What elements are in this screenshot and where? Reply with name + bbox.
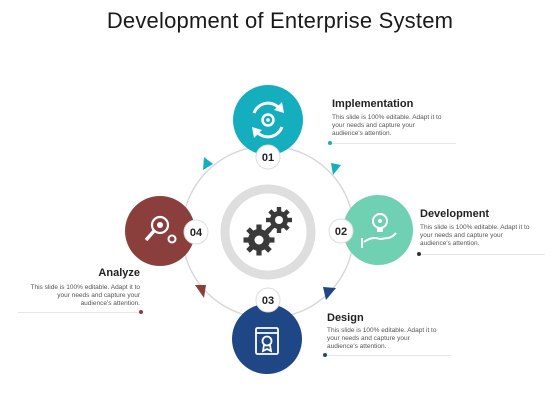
step-03-heading: Design (327, 312, 364, 324)
step-01-node: 01 (233, 85, 303, 170)
certificate-window-icon (255, 327, 279, 355)
step-02-description-line: your needs and capture your (420, 232, 503, 239)
step-03-description: This slide is 100% editable. Adapt it to… (327, 327, 436, 351)
step-02-description: This slide is 100% editable. Adapt it to… (420, 224, 529, 248)
gears-icon (243, 207, 292, 256)
lightbulb-in-hand-icon (361, 213, 397, 248)
step-02-description-line: audience's attention. (420, 240, 480, 247)
step-02-dot (417, 252, 421, 256)
magnifier-gear-icon (144, 215, 177, 244)
step-02-description-line: This slide is 100% editable. Adapt it to (420, 224, 530, 231)
step-03-dot (323, 353, 327, 357)
step-02-number: 02 (335, 226, 347, 238)
step-03-description-line: your needs and capture your (327, 335, 410, 342)
step-03-description-line: audience's attention. (327, 343, 387, 350)
arrow-1-to-2 (331, 163, 341, 175)
step-01-description: This slide is 100% editable. Adapt it to… (332, 114, 441, 138)
step-01-description-line: This slide is 100% editable. Adapt it to (332, 114, 442, 121)
center-hub (220, 184, 316, 280)
step-03-number: 03 (262, 295, 274, 307)
step-04-description-line: your needs and capture your (57, 292, 140, 299)
step-02-divider (421, 254, 545, 255)
cycle-arrows-gear-icon (252, 101, 284, 139)
step-01-description-line: audience's attention. (332, 130, 392, 137)
step-04-number: 04 (190, 227, 203, 239)
step-03-divider (327, 355, 451, 356)
step-04-divider (18, 312, 140, 313)
step-04-description: This slide is 100% editable. Adapt it to… (10, 284, 140, 308)
step-03-description-line: This slide is 100% editable. Adapt it to (327, 327, 437, 334)
step-04-description-line: audience's attention. (80, 300, 140, 307)
step-04-description-line: This slide is 100% editable. Adapt it to (30, 284, 140, 291)
step-01-divider (332, 143, 456, 144)
step-04-heading: Analyze (98, 267, 140, 279)
step-02-node: 02 (328, 195, 413, 265)
step-01-description-line: your needs and capture your (332, 122, 415, 129)
step-03-node: 03 (232, 287, 302, 374)
page-title: Development of Enterprise System (106, 8, 454, 33)
arrow-4-to-1 (203, 157, 213, 170)
step-01-dot (328, 141, 332, 145)
step-01-heading: Implementation (332, 98, 414, 110)
arrow-2-to-3 (323, 287, 336, 300)
step-04-dot (139, 310, 143, 314)
step-04-node: 04 (125, 196, 209, 266)
arrow-3-to-4 (195, 285, 206, 298)
step-01-number: 01 (262, 152, 274, 164)
step-02-heading: Development (420, 208, 490, 220)
